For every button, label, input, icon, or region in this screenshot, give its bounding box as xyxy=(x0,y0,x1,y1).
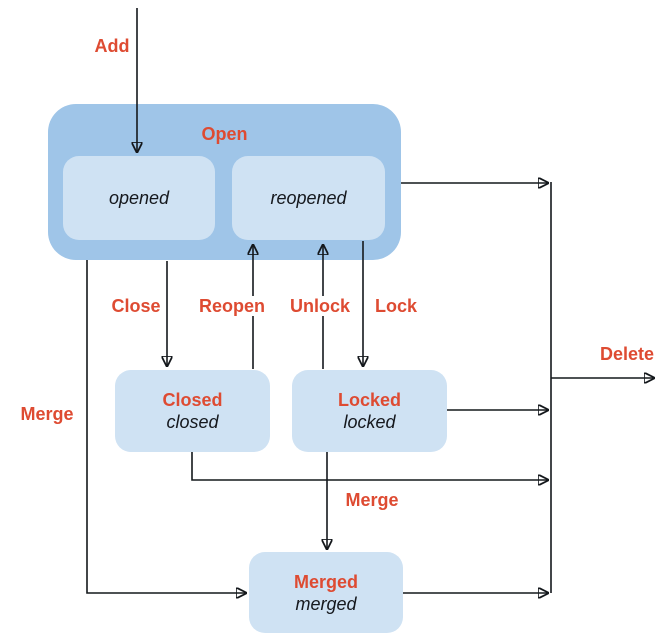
transition-label-merge-mid: Merge xyxy=(345,490,399,510)
state-closed-title: Closed xyxy=(162,390,223,410)
state-opened-label: opened xyxy=(108,188,170,208)
state-reopened: reopened xyxy=(232,156,385,240)
state-merged-sublabel: merged xyxy=(295,593,357,614)
transition-label-delete: Delete xyxy=(599,344,655,364)
state-locked-title: Locked xyxy=(337,390,402,410)
state-closed: Closed closed xyxy=(115,370,270,452)
transition-label-lock: Lock xyxy=(374,296,418,316)
state-merged: Merged merged xyxy=(249,552,403,633)
open-group-label: Open xyxy=(201,124,248,144)
state-reopened-label: reopened xyxy=(270,188,347,208)
transition-label-reopen: Reopen xyxy=(195,296,269,316)
transition-label-unlock: Unlock xyxy=(286,296,354,316)
state-merged-title: Merged xyxy=(293,571,358,592)
edge-closed-merge-arrow xyxy=(191,452,548,480)
state-locked: Locked locked xyxy=(292,370,447,452)
transition-label-close: Close xyxy=(111,296,161,316)
state-opened: opened xyxy=(63,156,215,240)
transition-label-merge-left: Merge xyxy=(20,404,74,424)
state-closed-sublabel: closed xyxy=(166,412,219,432)
transition-label-add: Add xyxy=(94,36,130,56)
state-locked-sublabel: locked xyxy=(343,412,396,432)
